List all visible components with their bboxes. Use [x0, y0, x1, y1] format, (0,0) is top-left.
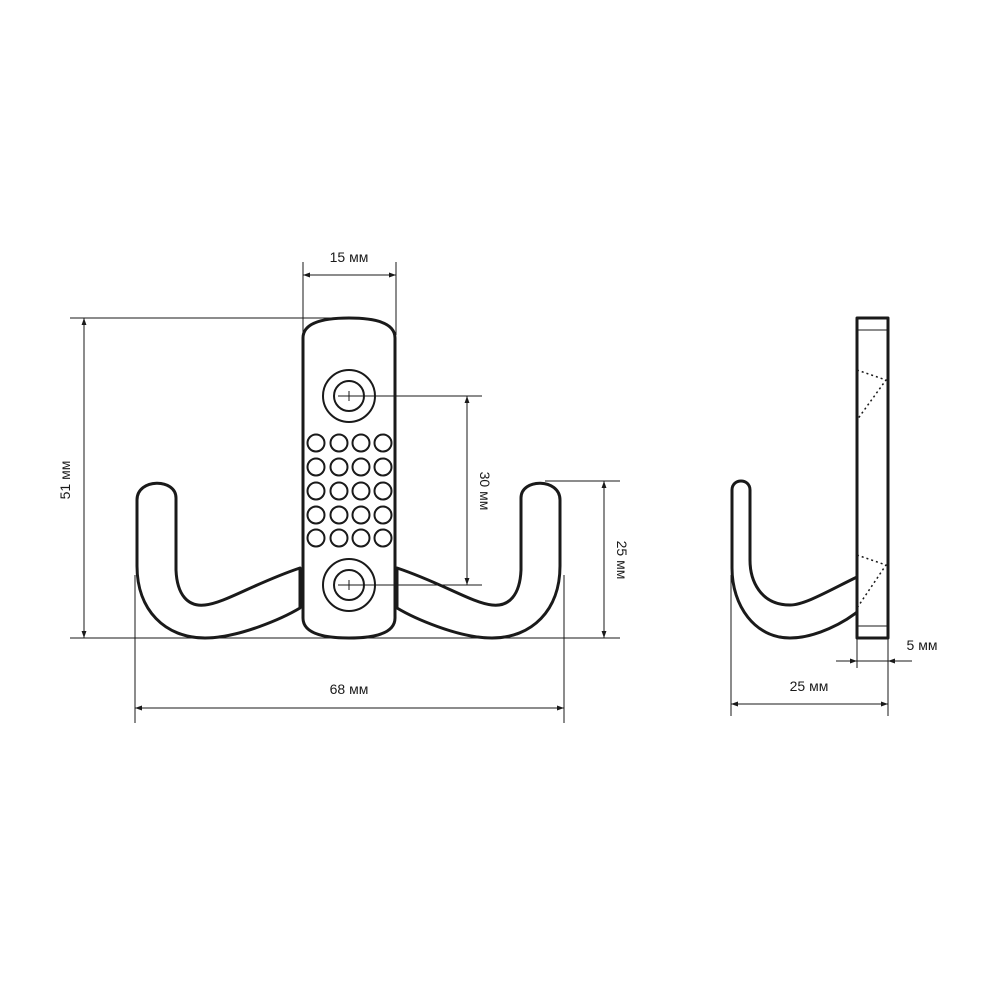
pattern-dot	[351, 433, 371, 453]
right-hook-arm	[395, 481, 562, 640]
pattern-dot	[329, 481, 349, 501]
decorative-dot-pattern	[306, 433, 393, 548]
pattern-dot	[373, 457, 393, 477]
lower-countersink-hidden	[856, 554, 888, 609]
side-view	[730, 316, 890, 640]
pattern-dot	[373, 481, 393, 501]
upper-hole-center-mark	[344, 391, 354, 401]
pattern-dot	[373, 433, 393, 453]
pattern-dot	[306, 505, 326, 525]
dimension-lines	[70, 262, 912, 723]
label-hole-spacing: 30 мм	[477, 472, 493, 511]
lower-hole-center-mark	[344, 580, 354, 590]
left-hook-arm	[135, 481, 302, 640]
pattern-dot	[373, 528, 393, 548]
label-plate-thickness: 5 мм	[907, 637, 938, 653]
pattern-dot	[351, 457, 371, 477]
pattern-dot	[306, 528, 326, 548]
pattern-dot	[329, 457, 349, 477]
side-hook-profile	[730, 479, 867, 640]
side-plate-profile	[855, 316, 890, 640]
label-side-depth: 25 мм	[790, 678, 829, 694]
front-view	[135, 316, 562, 640]
pattern-dot	[329, 528, 349, 548]
pattern-dot	[351, 481, 371, 501]
pattern-dot	[373, 505, 393, 525]
label-total-height: 51 мм	[57, 461, 73, 500]
pattern-dot	[306, 457, 326, 477]
dimension-labels: 15 мм 51 мм 30 мм 25 мм 68 мм 25 мм 5 мм	[57, 249, 937, 697]
pattern-dot	[329, 505, 349, 525]
pattern-dot	[351, 505, 371, 525]
label-plate-width: 15 мм	[330, 249, 369, 265]
label-hook-height: 25 мм	[614, 541, 630, 580]
pattern-dot	[306, 433, 326, 453]
upper-countersink-hidden	[856, 369, 888, 421]
label-total-width: 68 мм	[330, 681, 369, 697]
pattern-dot	[351, 528, 371, 548]
pattern-dot	[329, 433, 349, 453]
pattern-dot	[306, 481, 326, 501]
